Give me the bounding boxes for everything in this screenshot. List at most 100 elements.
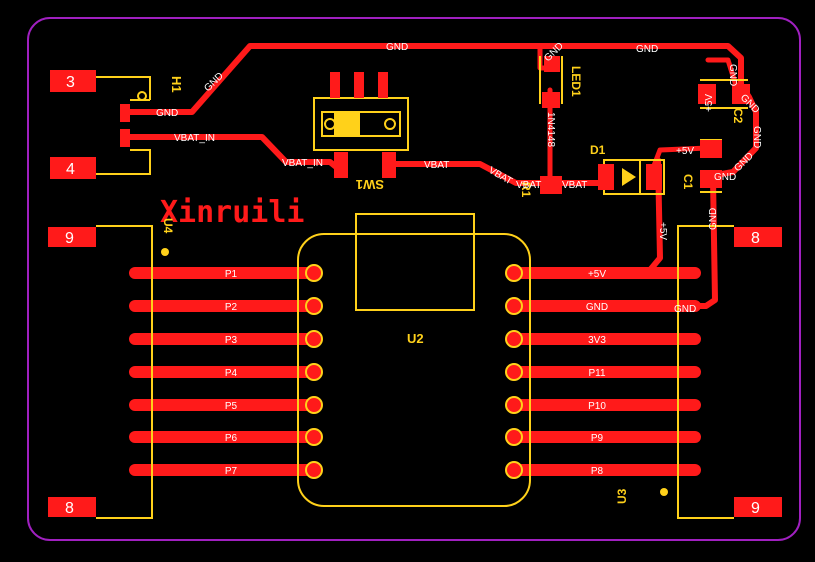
sw1-hole (384, 118, 396, 130)
u4-pad-top-label: 9 (65, 230, 74, 247)
net-label: GND (156, 108, 178, 119)
u2-pad (505, 363, 523, 381)
u2-right-traces (509, 267, 701, 476)
net-label: GND (727, 64, 738, 86)
net-label: VBAT (424, 160, 449, 171)
u2-left-pin-label: P6 (225, 433, 238, 444)
u2-left-pin-label: P3 (225, 335, 238, 346)
u2-pad (305, 461, 323, 479)
net-label: GND (708, 208, 719, 230)
sw1-pin (354, 72, 364, 98)
h1-pin1-dot (137, 91, 147, 101)
net-label: VBAT (487, 165, 514, 187)
u2-connector-outline (355, 213, 475, 311)
sw1-pin (378, 72, 388, 98)
sw1-pad (382, 152, 396, 178)
u2-pad (505, 297, 523, 315)
c2-outline (700, 79, 748, 109)
u2-left-pin-label: P7 (225, 466, 238, 477)
d1-pad (646, 164, 662, 190)
sw1-actuator (334, 112, 360, 136)
net-label: GND (714, 172, 736, 183)
u2-right-pin-label: 3V3 (588, 335, 606, 346)
diode-icon (622, 168, 636, 186)
u2-right-pin-label: +5V (588, 269, 606, 280)
u3-pad-top (734, 227, 782, 247)
u4-outline (96, 225, 153, 519)
u2-right-pin-label: GND (586, 302, 608, 313)
u2-left-traces (129, 267, 318, 476)
u2-pad (505, 264, 523, 282)
u2-pad (305, 363, 323, 381)
net-label: GND (751, 126, 762, 148)
net-label: +5V (657, 222, 668, 240)
silkscreen-layer (96, 56, 748, 519)
u2-pad (505, 461, 523, 479)
c1-pad (700, 170, 722, 188)
u2-pad (505, 330, 523, 348)
u2-right-pin-label: P9 (591, 433, 604, 444)
u4-pad-bottom-label: 8 (65, 500, 74, 517)
board-outline (27, 17, 801, 541)
led1-designator: LED1 (569, 66, 583, 97)
trace-gnd-c2 (705, 57, 741, 95)
u4-pad-bottom (48, 497, 96, 517)
d1-designator: D1 (590, 143, 606, 157)
u3-pin1-dot (660, 488, 668, 496)
h1-pad-bottom-label: 4 (66, 161, 75, 178)
u2-outline (297, 233, 531, 507)
d1-pad (598, 164, 614, 190)
sw1-pad (334, 152, 348, 178)
net-label: GND (386, 42, 408, 53)
net-label: GND (636, 44, 658, 55)
u2-left-pin-label: P2 (225, 302, 238, 313)
trace-gnd-u2 (507, 175, 718, 309)
u2-left-pin-label: P1 (225, 269, 238, 280)
sw1-hole (324, 118, 336, 130)
c1-designator: C1 (681, 174, 695, 190)
u2-right-pin-label: P11 (588, 368, 605, 379)
sw1-designator: SW1 (356, 177, 384, 192)
u2-pad (305, 330, 323, 348)
trace-5v-u2 (507, 157, 663, 275)
net-label: VBAT (562, 180, 587, 191)
u4-designator: U4 (161, 218, 175, 234)
u3-pad-top-label: 8 (751, 230, 760, 247)
u2-right-pin-label: P8 (591, 466, 604, 477)
u2-right-pin-label: P10 (588, 401, 606, 412)
u3-pad-bottom (734, 497, 782, 517)
net-label: +5V (704, 94, 715, 112)
h1-pad-gnd (120, 104, 130, 122)
h1-pad-bottom (50, 157, 96, 179)
u4-pad-top (48, 227, 96, 247)
net-label: VBAT (516, 180, 541, 191)
u2-pad (505, 396, 523, 414)
u2-pad (505, 428, 523, 446)
net-label: VBAT_IN (174, 133, 215, 144)
h1-designator: H1 (169, 76, 184, 93)
u2-pad (305, 297, 323, 315)
trace-vbat-in (122, 134, 343, 173)
u3-pad-bottom-label: 9 (751, 500, 760, 517)
net-label: GND (674, 304, 696, 315)
u3-designator: U3 (615, 488, 629, 504)
c2-pad (732, 84, 750, 104)
u3-outline (677, 225, 734, 519)
u2-pad (305, 428, 323, 446)
sw1-slot (321, 111, 401, 137)
u2-left-pin-label: P4 (225, 368, 238, 379)
u2-pad (305, 264, 323, 282)
u2-designator: U2 (407, 331, 424, 346)
u2-right-pads (505, 264, 523, 479)
led1-pad (542, 92, 560, 108)
net-label: 1N4148 (545, 112, 556, 147)
trace-gnd-main (122, 43, 759, 179)
c1-pad (700, 140, 722, 158)
led1-outline (539, 56, 563, 104)
h1-pad-top (50, 70, 96, 92)
brand-text: Xinruili (160, 195, 305, 230)
led1-pad (544, 56, 560, 72)
r1-designator: R1 (519, 182, 533, 198)
